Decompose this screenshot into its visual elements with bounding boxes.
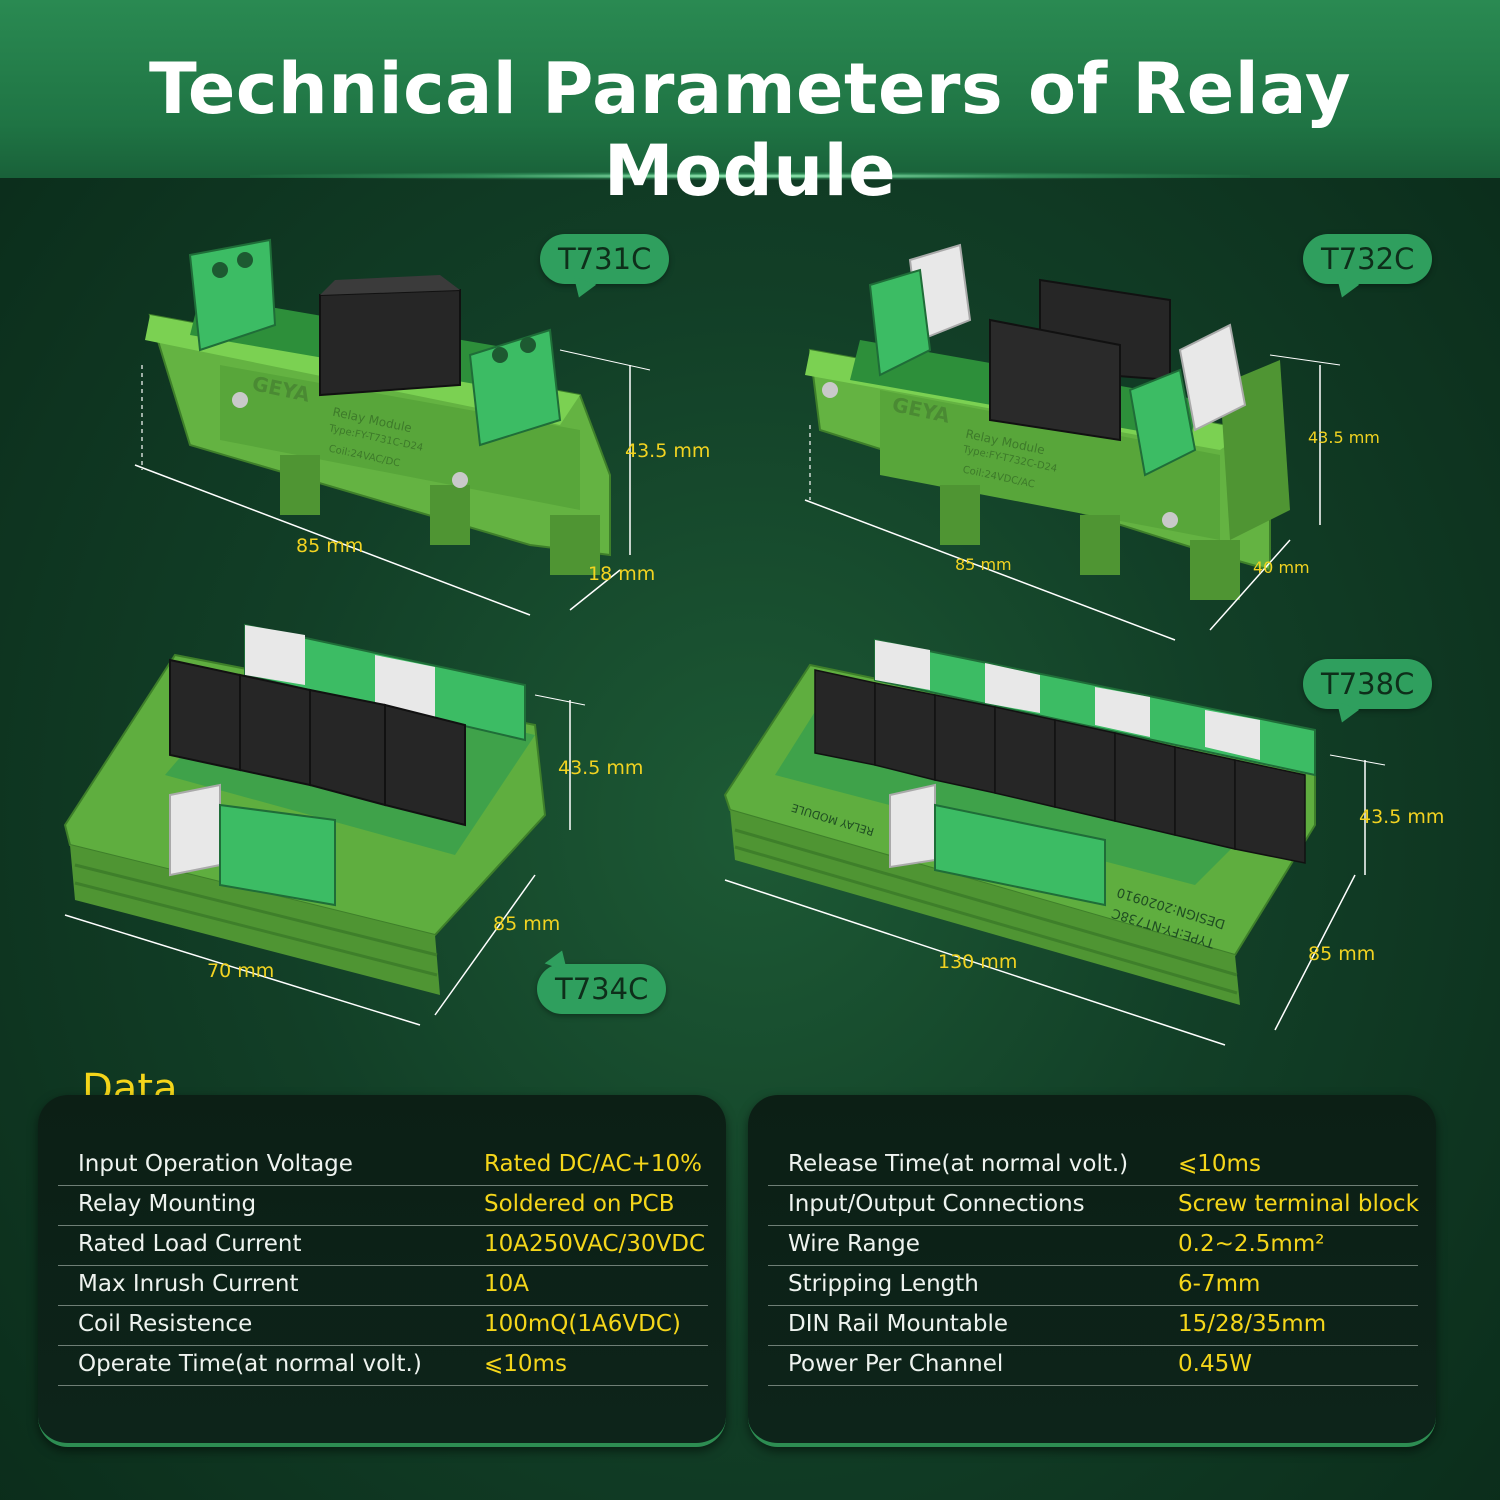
dim-length-t732c: 85 mm [955,555,1012,574]
product-image-t731c: GEYA Relay Module Type:FY-T731C-D24 Coil… [130,225,690,625]
dim-height-t738c: 43.5 mm [1359,806,1445,828]
dim-width-t731c: 18 mm [588,563,656,585]
table-row: Input Operation Voltage Rated DC/AC+10% [58,1145,708,1186]
param-value: 6-7mm [1178,1271,1261,1297]
param-name: Operate Time(at normal volt.) [78,1351,422,1377]
title-banner [0,0,1500,178]
param-name: Max Inrush Current [78,1271,299,1297]
model-label-t731c: T731C [540,234,670,302]
page-title: Technical Parameters of Relay Module [148,48,1351,212]
table-row: Max Inrush Current 10A [58,1265,708,1306]
table-row: DIN Rail Mountable 15/28/35mm [768,1305,1418,1346]
product-image-t734c [55,615,595,1035]
param-name: Stripping Length [788,1271,979,1297]
param-value: Soldered on PCB [484,1191,675,1217]
model-label-text: T732C [1321,242,1415,276]
model-label-t734c: T734C [537,946,667,1014]
param-value: 10A [484,1271,530,1297]
param-value: 10A250VAC/30VDC [484,1231,706,1257]
param-value: ⩽10ms [1178,1151,1261,1177]
banner-glow [250,172,1250,180]
param-name: DIN Rail Mountable [788,1311,1008,1337]
param-value: Rated DC/AC+10% [484,1151,702,1177]
param-value: 100mQ(1A6VDC) [484,1311,681,1337]
dim-height-t731c: 43.5 mm [625,440,711,462]
table-row: Release Time(at normal volt.) ⩽10ms [768,1145,1418,1186]
param-value: ⩽10ms [484,1351,567,1377]
param-value: 0.45W [1178,1351,1252,1377]
param-name: Wire Range [788,1231,920,1257]
dim-width-t738c: 130 mm [938,951,1018,973]
model-label-text: T731C [558,242,652,276]
param-name: Coil Resistence [78,1311,253,1337]
param-value: 15/28/35mm [1178,1311,1327,1337]
dim-height-t734c: 43.5 mm [558,757,644,779]
dim-width-t732c: 40 mm [1253,558,1310,577]
product-image-t732c: GEYA Relay Module Type:FY-T732C-D24 Coil… [800,240,1360,660]
parameters-panel-left: Input Operation Voltage Rated DC/AC+10% … [38,1095,726,1447]
param-name: Power Per Channel [788,1351,1004,1377]
table-row: Rated Load Current 10A250VAC/30VDC [58,1225,708,1266]
table-row: Stripping Length 6-7mm [768,1265,1418,1306]
dim-height-t732c: 43.5 mm [1308,428,1380,447]
param-name: Relay Mounting [78,1191,257,1217]
param-name: Release Time(at normal volt.) [788,1151,1129,1177]
param-value: Screw terminal block [1178,1191,1419,1217]
dim-depth-t734c: 85 mm [493,913,561,935]
table-row: Operate Time(at normal volt.) ⩽10ms [58,1345,708,1386]
param-name: Input Operation Voltage [78,1151,353,1177]
parameters-panel-right: Release Time(at normal volt.) ⩽10ms Inpu… [748,1095,1436,1447]
table-row: Power Per Channel 0.45W [768,1345,1418,1386]
model-label-t738c: T738C [1303,659,1433,727]
product-image-t738c: RELAY MODULE TYPE:FY-NT738C DESIGN:20209… [715,635,1445,1055]
model-label-t732c: T732C [1303,234,1433,302]
table-row: Input/Output Connections Screw terminal … [768,1185,1419,1226]
table-row: Wire Range 0.2~2.5mm² [768,1225,1418,1266]
dim-depth-t738c: 85 mm [1308,943,1376,965]
param-name: Input/Output Connections [788,1191,1085,1217]
model-label-text: T738C [1321,667,1415,701]
param-value: 0.2~2.5mm² [1178,1231,1325,1257]
dim-length-t731c: 85 mm [296,535,364,557]
model-label-text: T734C [555,972,649,1006]
param-name: Rated Load Current [78,1231,302,1257]
dim-width-t734c: 70 mm [207,960,275,982]
table-row: Coil Resistence 100mQ(1A6VDC) [58,1305,708,1346]
table-row: Relay Mounting Soldered on PCB [58,1185,708,1226]
